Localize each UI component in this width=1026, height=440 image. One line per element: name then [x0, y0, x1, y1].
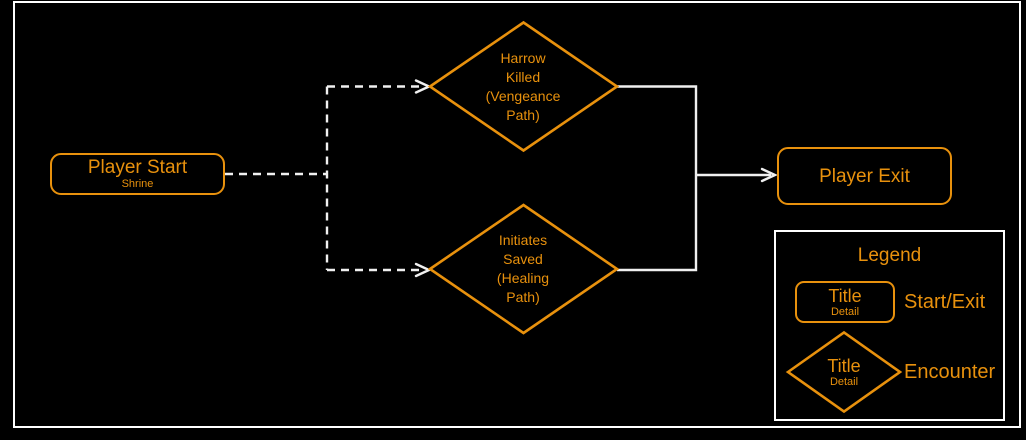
legend-sample-start-exit-shape: Title Detail — [795, 281, 895, 323]
node-player-exit: Player Exit — [777, 147, 952, 205]
legend-title: Legend — [857, 245, 922, 266]
legend-sample-diamond-title: Title — [827, 355, 861, 376]
vengeance-line-2: Killed — [505, 69, 541, 85]
healing-line-3: (Healing — [496, 270, 550, 286]
healing-line-4: Path) — [506, 289, 540, 305]
legend-diamond-layer — [785, 330, 903, 414]
vengeance-line-1: Harrow — [500, 50, 546, 66]
node-player-start-title: Player Start — [87, 157, 188, 178]
node-encounter-healing-label: Initiates Saved (Healing Path) — [438, 231, 608, 307]
legend-sample-diamond-text: Title Detail — [794, 340, 894, 404]
legend-sample-rect-detail: Detail — [830, 305, 860, 318]
diamond-healing — [427, 203, 620, 335]
edge-merge-bracket — [617, 85, 698, 272]
diamond-vengeance — [427, 20, 620, 153]
vengeance-line-3: (Vengeance — [485, 88, 561, 104]
healing-line-1: Initiates — [498, 232, 548, 248]
legend-label-encounter: Encounter — [904, 361, 996, 383]
legend-sample-diamond-detail: Detail — [829, 375, 859, 388]
healing-line-2: Saved — [503, 251, 543, 267]
legend: Legend Title Detail Start/Exit Title Det… — [774, 230, 1005, 421]
diagram-frame-border — [13, 1, 1021, 428]
node-player-start-detail: Shrine — [121, 178, 154, 190]
legend-label-start-exit: Start/Exit — [904, 291, 986, 313]
node-encounter-vengeance-label: Harrow Killed (Vengeance Path) — [438, 49, 608, 125]
node-player-start: Player Start Shrine — [50, 153, 225, 195]
legend-sample-encounter-shape — [785, 330, 903, 414]
arrowhead-exit — [760, 167, 778, 183]
legend-sample-rect-title: Title — [828, 285, 862, 306]
node-player-exit-title: Player Exit — [819, 165, 910, 187]
vengeance-line-4: Path) — [506, 107, 540, 123]
arrowhead-healing — [414, 262, 432, 278]
